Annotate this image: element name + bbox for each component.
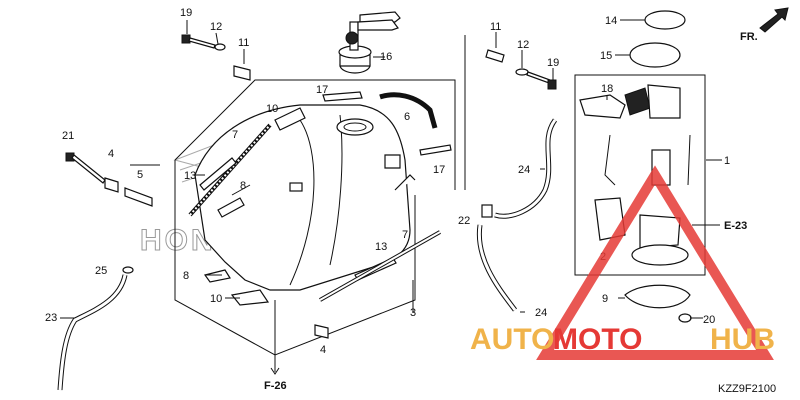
catalog-code: KZZ9F2100 (718, 383, 776, 395)
callout-18: 18 (601, 83, 613, 95)
callout-4: 4 (108, 148, 114, 160)
fuel-hoses (57, 92, 558, 391)
fuel-cap-assembly (338, 11, 401, 74)
callout-4-lower: 4 (320, 344, 326, 356)
callout-19: 19 (180, 7, 192, 19)
callout-16: 16 (380, 51, 392, 63)
callout-3: 3 (410, 307, 416, 319)
callout-17: 17 (316, 84, 328, 96)
side-fasteners (65, 152, 329, 339)
watermark-auto: AUTO (470, 323, 554, 356)
pump-plate (624, 284, 692, 323)
gaskets (629, 10, 686, 68)
ref-f26: F-26 (264, 380, 287, 392)
callout-8-lower: 8 (183, 270, 189, 282)
front-arrow-icon (759, 7, 789, 33)
watermark-moto: MOTO (553, 323, 642, 356)
callout-12: 12 (210, 21, 222, 33)
callout-25: 25 (95, 265, 107, 277)
callout-23: 23 (45, 312, 57, 324)
callout-12-right: 12 (517, 39, 529, 51)
top-right-fasteners (485, 49, 557, 90)
callout-10: 10 (266, 103, 278, 115)
callout-11: 11 (238, 37, 249, 49)
callout-15: 15 (600, 50, 612, 62)
callout-8: 8 (240, 180, 246, 192)
callout-1: 1 (724, 155, 730, 167)
callout-22: 22 (458, 215, 470, 227)
callout-24: 24 (518, 164, 530, 176)
fuel-tank (194, 104, 416, 291)
callout-7-lower: 7 (402, 229, 408, 241)
callout-11-right: 11 (490, 21, 501, 33)
callout-20: 20 (703, 314, 715, 326)
callout-24-lower: 24 (535, 307, 547, 319)
callout-9: 9 (602, 293, 608, 305)
leader-lines (60, 19, 722, 365)
callout-7: 7 (232, 129, 238, 141)
callout-21: 21 (62, 130, 74, 142)
arrow-down-icon (270, 355, 280, 375)
ref-e23: E-23 (724, 220, 747, 232)
callout-5: 5 (137, 169, 143, 181)
rubber-pads (188, 91, 452, 306)
callout-17-right: 17 (433, 164, 445, 176)
callout-19-right: 19 (547, 57, 559, 69)
fuel-pump-assembly (579, 84, 691, 266)
callout-6: 6 (404, 111, 410, 123)
callout-14: 14 (605, 15, 617, 27)
front-label: FR. (740, 31, 758, 43)
callout-10-lower: 10 (210, 293, 222, 305)
watermark-hub: HUB (710, 323, 775, 356)
callout-13: 13 (184, 170, 196, 182)
top-left-fasteners (181, 34, 251, 81)
watermark-triangle-icon (536, 165, 774, 360)
callout-13-lower: 13 (375, 241, 387, 253)
